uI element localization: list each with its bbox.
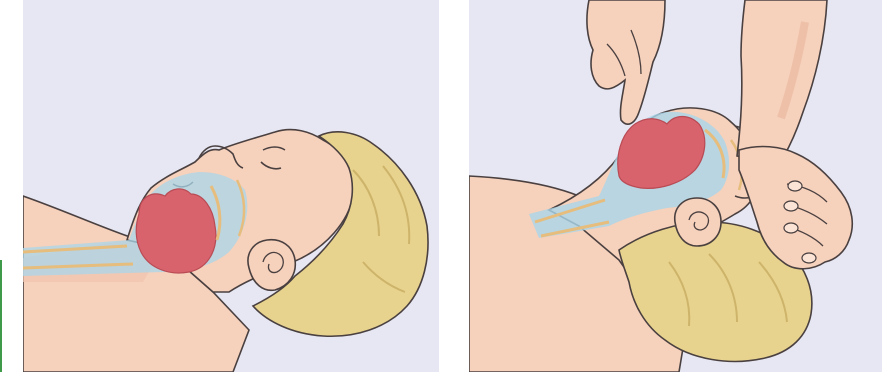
tongue [136,189,216,273]
fingernail-3 [784,223,798,233]
ear [248,240,295,291]
fingernail-2 [784,201,798,211]
panel-airway-open [469,0,882,372]
edge-mark [0,260,2,372]
fingernail-4 [802,253,816,263]
illustration-airway-open [469,0,882,372]
fingernail-1 [788,181,802,191]
illustration-airway-blocked [23,0,439,372]
panel-airway-blocked [23,0,439,372]
ear [675,198,721,246]
